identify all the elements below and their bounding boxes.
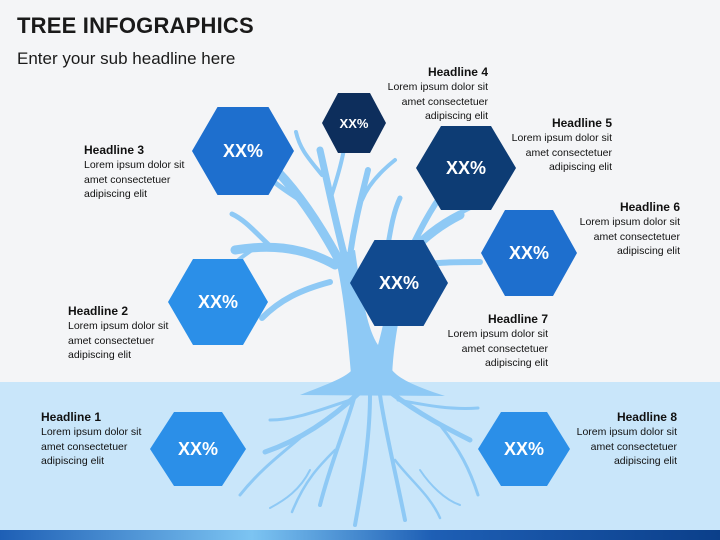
root xyxy=(268,398,352,422)
headline-6: Headline 6 xyxy=(619,200,680,214)
root xyxy=(269,469,311,509)
label-headline-2: Headline 2 Lorem ipsum dolor sit amet co… xyxy=(68,303,168,363)
label-headline-6: Headline 6 Lorem ipsum dolor sit amet co… xyxy=(560,199,680,259)
branch xyxy=(229,211,273,249)
body-1-line-1: Lorem ipsum dolor sit xyxy=(41,426,142,438)
branch xyxy=(360,158,397,202)
headline-1: Headline 1 xyxy=(41,410,102,424)
headline-8: Headline 8 xyxy=(616,410,677,424)
body-7-line-2: amet consectetuer xyxy=(461,342,548,355)
body-3-line-2: amet consectetuer xyxy=(84,173,171,186)
body-7-line-3: adipiscing elit xyxy=(484,357,548,369)
root xyxy=(318,393,357,507)
root xyxy=(290,448,337,514)
body-2-line-2: amet consectetuer xyxy=(68,334,155,347)
label-headline-7: Headline 7 Lorem ipsum dolor sit amet co… xyxy=(428,311,548,371)
hexagon-2-value: XX% xyxy=(197,291,239,312)
branch xyxy=(230,242,340,270)
root xyxy=(353,393,372,527)
body-8-line-3: adipiscing elit xyxy=(613,455,677,467)
root xyxy=(419,469,461,506)
hexagon-1-value: XX% xyxy=(177,438,219,459)
headline-5: Headline 5 xyxy=(551,116,612,130)
root xyxy=(238,436,302,497)
label-headline-3: Headline 3 Lorem ipsum dolor sit amet co… xyxy=(84,142,184,202)
body-8-line-2: amet consectetuer xyxy=(590,440,677,453)
body-2-line-1: Lorem ipsum dolor sit xyxy=(68,320,169,332)
tree-base xyxy=(300,370,445,396)
body-5-line-2: amet consectetuer xyxy=(525,146,612,159)
body-7-line-1: Lorem ipsum dolor sit xyxy=(447,328,548,340)
body-2-line-3: adipiscing elit xyxy=(68,349,132,361)
root xyxy=(393,458,442,520)
headline-7: Headline 7 xyxy=(487,312,548,326)
body-4-line-3: adipiscing elit xyxy=(424,110,488,122)
label-headline-4: Headline 4 Lorem ipsum dolor sit amet co… xyxy=(367,64,488,124)
body-1-line-3: adipiscing elit xyxy=(41,455,105,467)
headline-4: Headline 4 xyxy=(427,65,488,79)
root xyxy=(438,423,480,497)
branch xyxy=(316,146,349,262)
root xyxy=(396,398,480,410)
label-headline-1: Headline 1 Lorem ipsum dolor sit amet co… xyxy=(41,409,141,469)
body-5-line-3: adipiscing elit xyxy=(548,161,612,173)
label-headline-8: Headline 8 Lorem ipsum dolor sit amet co… xyxy=(557,409,677,469)
branch xyxy=(347,167,371,258)
body-6-line-3: adipiscing elit xyxy=(616,245,680,257)
body-5-line-1: Lorem ipsum dolor sit xyxy=(511,132,612,144)
hexagon-6-value: XX% xyxy=(508,242,550,263)
label-headline-5: Headline 5 Lorem ipsum dolor sit amet co… xyxy=(492,115,612,175)
hexagon-7-value: XX% xyxy=(378,272,420,293)
page-title: TREE INFOGRAPHICS xyxy=(17,13,254,38)
hexagon-5-value: XX% xyxy=(445,157,487,178)
branch xyxy=(259,279,333,321)
branch xyxy=(273,167,345,267)
root xyxy=(378,393,407,522)
body-6-line-2: amet consectetuer xyxy=(593,230,680,243)
headline-2: Headline 2 xyxy=(68,304,129,318)
root xyxy=(387,389,473,443)
branch xyxy=(294,130,324,177)
headline-3: Headline 3 xyxy=(84,143,145,157)
hexagon-8-value: XX% xyxy=(503,438,545,459)
body-4-line-2: amet consectetuer xyxy=(401,95,488,108)
hexagon-3-value: XX% xyxy=(222,140,264,161)
body-6-line-1: Lorem ipsum dolor sit xyxy=(579,216,680,228)
hexagon-4-value: XX% xyxy=(339,115,369,131)
body-8-line-1: Lorem ipsum dolor sit xyxy=(576,426,677,438)
body-4-line-1: Lorem ipsum dolor sit xyxy=(387,81,488,93)
page-subtitle: Enter your sub headline here xyxy=(17,49,236,68)
bottom-accent-bar xyxy=(0,530,720,540)
body-3-line-1: Lorem ipsum dolor sit xyxy=(84,159,185,171)
ground-band xyxy=(0,382,720,540)
body-1-line-2: amet consectetuer xyxy=(41,440,128,453)
body-3-line-3: adipiscing elit xyxy=(84,188,148,200)
